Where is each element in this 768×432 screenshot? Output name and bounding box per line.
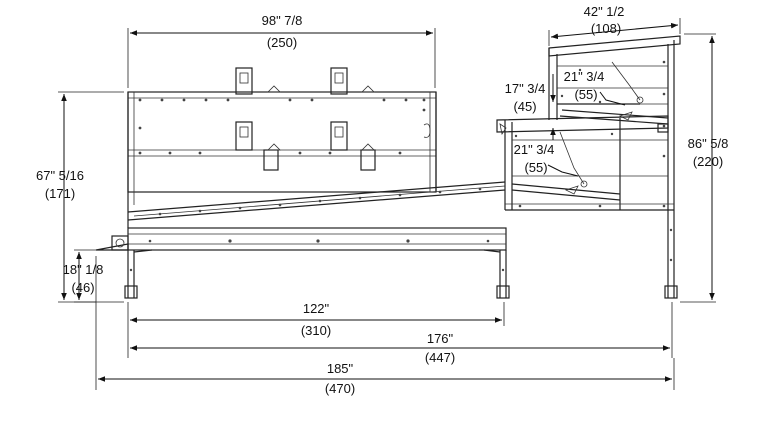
overall-height-metric: (220) xyxy=(693,154,723,169)
top-width-imperial: 98" 7/8 xyxy=(262,13,303,28)
main-height-imperial: 67" 5/16 xyxy=(36,168,84,183)
frame-length-imperial: 122" xyxy=(303,301,330,316)
dimension-labels: 98" 7/8 (250) 42" 1/2 (108) 86" 5/8 (220… xyxy=(36,4,728,396)
lower-angle-imperial: 21" 3/4 xyxy=(514,142,555,157)
mid-length-metric: (447) xyxy=(425,350,455,365)
lower-angle-metric: (55) xyxy=(524,160,547,175)
upper-angle-imperial: 21" 3/4 xyxy=(564,69,605,84)
low-height-imperial: 18" 1/8 xyxy=(63,262,104,277)
upper-angle-metric: (55) xyxy=(574,87,597,102)
low-height-metric: (46) xyxy=(71,280,94,295)
step-height-metric: (45) xyxy=(513,99,536,114)
base-frame xyxy=(95,227,510,299)
overall-length-imperial: 185" xyxy=(327,361,354,376)
hanger-brackets xyxy=(235,67,431,171)
mid-length-imperial: 176" xyxy=(427,331,454,346)
upper-depth-metric: (108) xyxy=(591,21,621,36)
top-width-metric: (250) xyxy=(267,35,297,50)
overall-height-imperial: 86" 5/8 xyxy=(688,136,729,151)
frame-length-metric: (310) xyxy=(301,323,331,338)
lower-tier xyxy=(496,115,678,299)
inclined-conveyor xyxy=(127,181,506,228)
bolt-holes xyxy=(138,98,426,155)
step-height-imperial: 17" 3/4 xyxy=(505,81,546,96)
overall-length-metric: (470) xyxy=(325,381,355,396)
main-frame xyxy=(127,91,437,212)
upper-depth-imperial: 42" 1/2 xyxy=(584,4,625,19)
upper-tier xyxy=(548,35,681,298)
dimension-lines xyxy=(58,18,716,390)
main-height-metric: (171) xyxy=(45,186,75,201)
